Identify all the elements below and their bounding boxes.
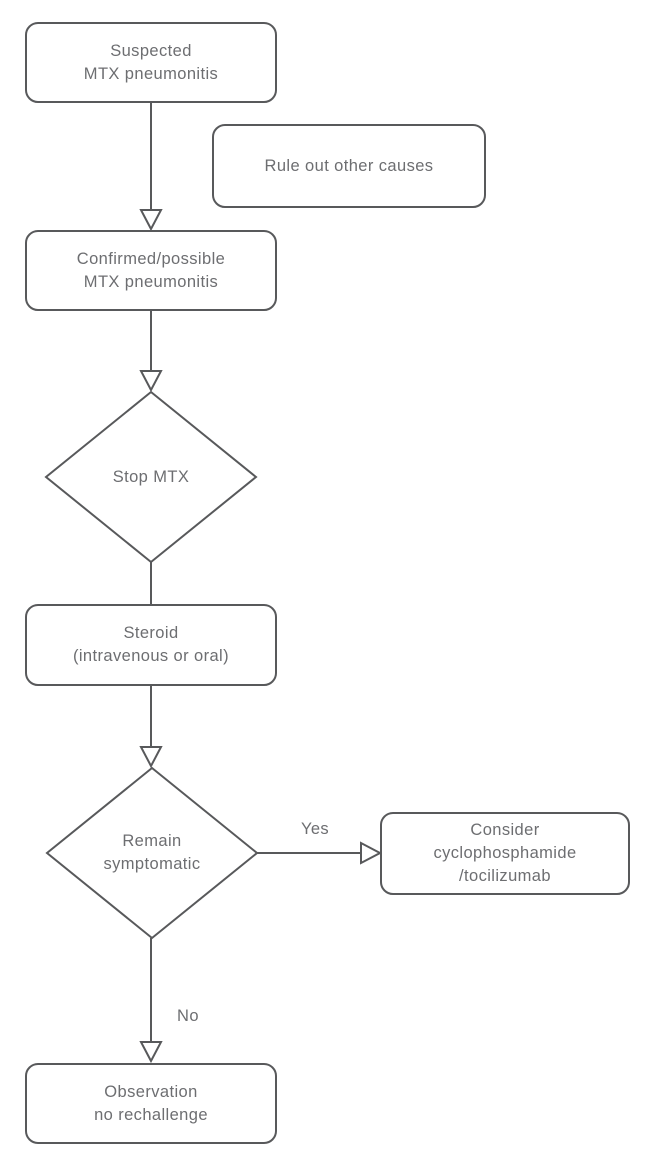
edge-label-no: No [177, 1007, 199, 1025]
node-label: Steroid (intravenous or oral) [72, 624, 230, 665]
arrowhead-down-icon [139, 370, 163, 393]
arrowhead-right-icon [360, 841, 383, 865]
decision-diamond-remain-symptomatic [45, 766, 259, 940]
decision-label-remain-symptomatic: Remain symptomatic [47, 768, 257, 938]
node-label: Stop MTX [112, 467, 190, 486]
node-label: Rule out other causes [264, 156, 434, 175]
node-confirmed-possible-mtx-pneumonitis: Confirmed/possible MTX pneumonitis [25, 230, 277, 311]
edge-label-yes: Yes [300, 820, 330, 838]
decision-label-stop-mtx: Stop MTX [46, 392, 256, 562]
node-label: Observation no rechallenge [94, 1082, 208, 1124]
node-suspected-mtx-pneumonitis: Suspected MTX pneumonitis [25, 22, 277, 103]
decision-diamond-stop-mtx [44, 390, 258, 564]
node-label: Consider cyclophosphamide /tocilizumab [433, 821, 577, 885]
node-steroid: Steroid (intravenous or oral) [25, 604, 277, 686]
arrowhead-down-icon [139, 209, 163, 232]
node-consider-cyclophosphamide-tocilizumab: Consider cyclophosphamide /tocilizumab [380, 812, 630, 895]
node-observation-no-rechallenge: Observation no rechallenge [25, 1063, 277, 1144]
node-label: Suspected MTX pneumonitis [83, 41, 219, 83]
arrowhead-down-icon [139, 1041, 163, 1064]
node-rule-out-other-causes: Rule out other causes [212, 124, 486, 208]
node-label: Remain symptomatic [103, 832, 201, 873]
node-label: Confirmed/possible MTX pneumonitis [76, 249, 226, 291]
arrowhead-down-icon [139, 746, 163, 769]
